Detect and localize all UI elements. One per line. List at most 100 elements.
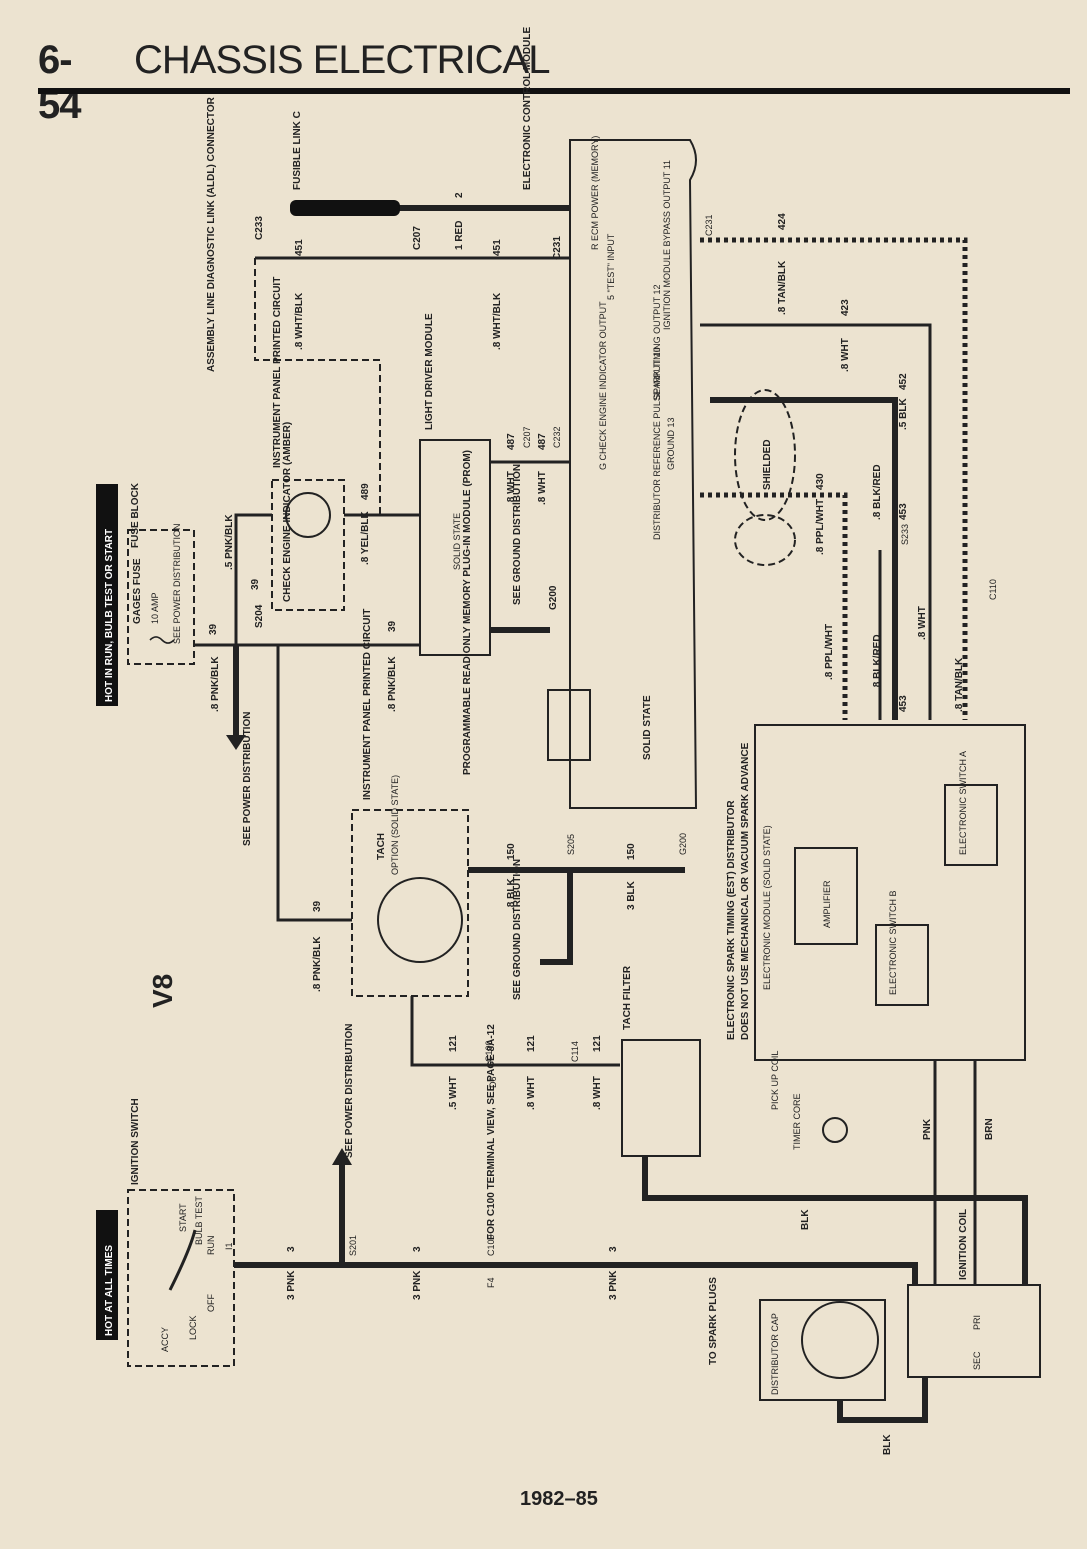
svg-text:C110: C110 [988,579,998,600]
svg-text:IGNITION MODULE BYPASS OUTPUT: IGNITION MODULE BYPASS OUTPUT 11 [662,160,672,330]
svg-text:430: 430 [815,473,826,490]
svg-text:3: 3 [412,1246,423,1252]
svg-text:ELECTRONIC SWITCH A: ELECTRONIC SWITCH A [958,751,968,855]
svg-text:.8 YEL/BLK: .8 YEL/BLK [360,511,371,565]
svg-text:SOLID STATE: SOLID STATE [452,513,462,570]
svg-text:.5 BLK: .5 BLK [898,398,909,430]
svg-text:PRI: PRI [972,1315,982,1330]
svg-text:2: 2 [454,192,465,198]
svg-text:CHECK ENGINE INDICATOR (AMBER): CHECK ENGINE INDICATOR (AMBER) [282,422,293,602]
aldl-label: ASSEMBLY LINE DIAGNOSTIC LINK (ALDL) CON… [206,96,217,372]
svg-text:IGNITION SWITCH: IGNITION SWITCH [130,1098,141,1185]
ignition-coil: IGNITION COIL PRI SEC [907,1209,1041,1378]
svg-text:.8 BLK/RED: .8 BLK/RED [872,464,883,520]
svg-text:.8 WHT: .8 WHT [537,471,548,505]
svg-text:C100: C100 [486,1234,496,1256]
svg-text:LIGHT DRIVER MODULE: LIGHT DRIVER MODULE [424,313,435,430]
svg-text:ACCY: ACCY [160,1327,170,1352]
fuse-amp-label: 10 AMP [150,592,160,624]
svg-text:C100: C100 [484,1040,494,1062]
svg-text:.8 PPL/WHT: .8 PPL/WHT [815,499,826,555]
svg-text:.5 WHT: .5 WHT [448,1076,459,1110]
svg-text:.8 PPL/WHT: .8 PPL/WHT [824,624,835,680]
hot-in-run-banner: HOT IN RUN, BULB TEST OR START [96,484,118,706]
svg-text:.8 WHT: .8 WHT [526,1076,537,1110]
svg-text:.8 PNK/BLK: .8 PNK/BLK [387,656,398,712]
svg-text:C114: C114 [570,1041,580,1062]
svg-text:ELECTRONIC MODULE (SOLID STATE: ELECTRONIC MODULE (SOLID STATE) [762,825,772,990]
svg-text:39: 39 [312,900,323,912]
svg-text:453: 453 [898,695,909,712]
svg-text:START: START [178,1203,188,1232]
svg-text:452: 452 [898,373,909,390]
svg-text:C232: C232 [552,426,562,448]
svg-text:INSTRUMENT PANEL PRINTED CIRCU: INSTRUMENT PANEL PRINTED CIRCUIT [272,277,283,468]
svg-text:C233: C233 [254,216,265,240]
svg-text:C207: C207 [412,226,423,250]
svg-text:.8 PNK/BLK: .8 PNK/BLK [312,936,323,992]
tach-filter: TACH FILTER [621,965,701,1157]
svg-text:.5 PNK/BLK: .5 PNK/BLK [224,514,235,570]
svg-text:HOT IN RUN, BULB TEST OR START: HOT IN RUN, BULB TEST OR START [104,529,115,702]
svg-text:BRN: BRN [984,1118,995,1140]
check-engine-indicator: CHECK ENGINE INDICATOR (AMBER) INSTRUMEN… [271,277,345,611]
svg-text:TACH: TACH [376,833,387,860]
svg-text:424: 424 [777,213,788,230]
svg-text:G CHECK ENGINE INDICATOR OUTP: G CHECK ENGINE INDICATOR OUTPUT [598,301,608,470]
svg-text:.8 TAN/BLK: .8 TAN/BLK [954,657,965,712]
svg-text:C231: C231 [704,214,714,236]
svg-text:121: 121 [448,1035,459,1052]
svg-text:.8 PNK/BLK: .8 PNK/BLK [210,656,221,712]
svg-text:SEC: SEC [972,1351,982,1370]
prom-label: PROGRAMMABLE READ ONLY MEMORY PLUG-IN MO… [462,450,473,775]
section-title: CHASSIS ELECTRICAL [134,38,550,82]
svg-text:SEE POWER DISTRIBUTION: SEE POWER DISTRIBUTION [344,1024,355,1158]
fusible-link-label: FUSIBLE LINK C [292,111,303,190]
svg-text:SHIELDED: SHIELDED [762,439,773,490]
svg-text:IGNITION COIL: IGNITION COIL [958,1209,969,1280]
svg-text:39: 39 [250,578,261,590]
fuse-block-label: FUSE BLOCK [130,482,141,548]
svg-text:TACH FILTER: TACH FILTER [622,965,633,1030]
svg-text:1 RED: 1 RED [454,221,465,250]
svg-text:3: 3 [286,1246,297,1252]
svg-text:121: 121 [526,1035,537,1052]
svg-text:DOES NOT USE MECHANICAL OR VAC: DOES NOT USE MECHANICAL OR VACUUM SPARK … [740,742,751,1040]
svg-text:3 PNK: 3 PNK [412,1270,423,1300]
svg-text:PICK UP COIL: PICK UP COIL [770,1051,780,1110]
svg-text:487: 487 [506,433,517,450]
svg-text:121: 121 [592,1035,603,1052]
v8-label: V8 [147,974,178,1008]
svg-text:489: 489 [360,483,371,500]
svg-text:423: 423 [840,299,851,316]
svg-text:DISTRIBUTOR CAP: DISTRIBUTOR CAP [770,1313,780,1395]
svg-text:GROUND 13: GROUND 13 [666,417,676,470]
svg-text:C207: C207 [522,426,532,448]
svg-text:SEE GROUND DISTRIBUTION: SEE GROUND DISTRIBUTION [512,464,523,605]
svg-text:C231: C231 [552,236,563,260]
svg-text:PNK: PNK [922,1118,933,1140]
svg-text:3: 3 [608,1246,619,1252]
svg-text:.8 WHT/BLK: .8 WHT/BLK [294,292,305,350]
svg-text:I1: I1 [224,1242,234,1250]
svg-text:OPTION (SOLID STATE): OPTION (SOLID STATE) [390,775,400,875]
svg-text:150: 150 [506,843,517,860]
svg-text:S201: S201 [348,1235,358,1256]
svg-text:.8 BLK/RED: .8 BLK/RED [872,634,883,690]
svg-text:BLK: BLK [800,1209,811,1230]
svg-text:.8 WHT: .8 WHT [917,606,928,640]
light-driver-module: LIGHT DRIVER MODULE SOLID STATE [419,313,491,656]
svg-text:453: 453 [898,503,909,520]
svg-text:SEE GROUND DISTRIBUTION: SEE GROUND DISTRIBUTION [512,859,523,1000]
header-rule [38,88,1070,94]
svg-text:D6: D6 [488,1076,498,1088]
fuse-block: FUSE BLOCK GAGES FUSE 10 AMP SEE POWER D… [127,482,195,665]
svg-text:487: 487 [537,433,548,450]
ecm: ELECTRONIC CONTROL MODULE R ECM POWER (M… [522,27,698,809]
svg-text:.8 BLK: .8 BLK [506,878,517,910]
svg-text:.8 TAN/BLK: .8 TAN/BLK [777,260,788,315]
svg-text:SOLID STATE: SOLID STATE [642,695,653,760]
svg-text:ELECTRONIC SPARK TIMING (EST): ELECTRONIC SPARK TIMING (EST) DISTRIBUTO… [726,800,737,1040]
svg-text:TO SPARK PLUGS: TO SPARK PLUGS [708,1277,719,1365]
